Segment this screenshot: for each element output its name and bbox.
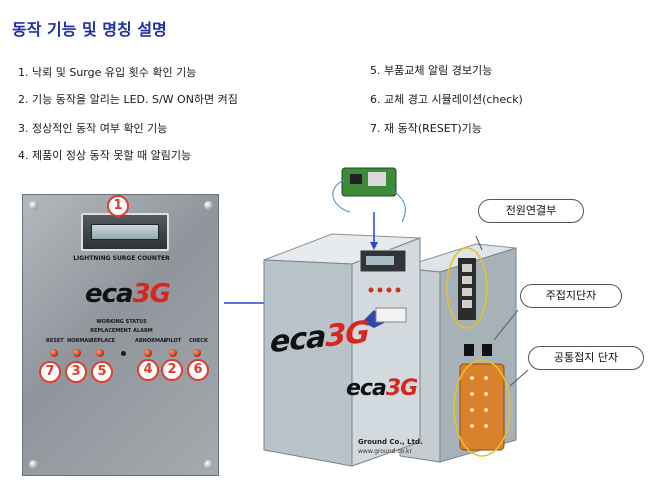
screw-icon — [29, 201, 38, 210]
counter-label: LIGHTNING SURGE COUNTER — [73, 255, 170, 262]
eagle-emblem-icon — [362, 310, 386, 328]
front-unit-right — [351, 237, 421, 467]
power-highlight — [446, 247, 488, 329]
device-illustration — [224, 167, 529, 467]
led-label-normal: NORMAL — [67, 338, 92, 344]
front-panel: LIGHTNING SURGE COUNTER eca3G WORKING ST… — [22, 194, 219, 476]
indicator-dot — [121, 351, 126, 356]
ground-highlight — [453, 359, 511, 457]
device-logo-suffix: 3G — [325, 314, 369, 355]
led-label-reset: RESET — [46, 338, 64, 344]
common-ground-callout-leader — [509, 369, 529, 387]
front-unit-left — [263, 259, 353, 467]
abnormal-led — [144, 349, 152, 357]
logo-text: eca — [85, 279, 134, 309]
device-logo-suffix-front: 3G — [385, 376, 418, 401]
common-ground-callout: 공통접지 단자 — [528, 346, 644, 370]
board-arrow-head — [370, 242, 378, 250]
badge-1: 1 — [107, 195, 129, 217]
counter-display — [91, 224, 159, 240]
screw-icon — [204, 460, 213, 469]
feature-3: 3. 정상적인 동작 여부 확인 기능 — [18, 122, 168, 135]
feature-1: 1. 낙뢰 및 Surge 유입 횟수 확인 기능 — [18, 66, 197, 79]
badge-7: 7 — [39, 361, 61, 383]
company-name: Ground Co., Ltd. — [358, 438, 423, 446]
led-label-pilot: PILOT — [165, 338, 182, 344]
feature-5: 5. 부품교체 알림 경보기능 — [370, 64, 493, 77]
common-ground-terminal — [459, 363, 505, 451]
replacement-alarm-label: REPLACEMENT ALARM — [90, 328, 153, 334]
normal-led — [73, 349, 81, 357]
device-logo-front: eca3G — [346, 376, 418, 401]
badge-6: 6 — [187, 359, 209, 381]
badge-2: 2 — [161, 359, 183, 381]
power-connection-callout: 전원연결부 — [478, 199, 584, 223]
pilot-led — [169, 349, 177, 357]
feature-7: 7. 재 동작(RESET)기능 — [370, 122, 482, 135]
device-logo-text: eca — [270, 319, 326, 361]
main-ground-callout-leader — [493, 309, 519, 341]
main-ground-callout: 주접지단자 — [520, 284, 622, 308]
working-status-label: WORKING STATUS — [96, 319, 147, 325]
feature-2: 2. 기능 동작을 알리는 LED. S/W ON하면 켜짐 — [18, 93, 238, 106]
screw-icon — [29, 460, 38, 469]
page-title: 동작 기능 및 명칭 설명 — [12, 20, 167, 39]
led-label-abnormal: ABNORMAL — [135, 338, 167, 344]
product-logo: eca3G — [85, 279, 171, 309]
main-ground-switch — [464, 344, 474, 356]
badge-5: 5 — [91, 361, 113, 383]
badge-3: 3 — [65, 361, 87, 383]
feature-6: 6. 교체 경고 시뮬레이션(check) — [370, 93, 523, 106]
led-label-check: CHECK — [189, 338, 208, 344]
feature-4: 4. 제품이 정상 동작 못할 때 알림기능 — [18, 149, 192, 162]
reset-button[interactable] — [50, 349, 58, 357]
device-logo-text-front: eca — [346, 376, 387, 401]
power-callout-leader — [475, 235, 483, 251]
led-label-replace: REPLACE — [90, 338, 116, 344]
badge-4: 4 — [137, 359, 159, 381]
check-button[interactable] — [193, 349, 201, 357]
logo-suffix: 3G — [132, 279, 171, 309]
surge-counter — [81, 213, 169, 251]
replace-led — [96, 349, 104, 357]
screw-icon — [204, 201, 213, 210]
company-website: www.ground.co.kr — [358, 448, 412, 455]
